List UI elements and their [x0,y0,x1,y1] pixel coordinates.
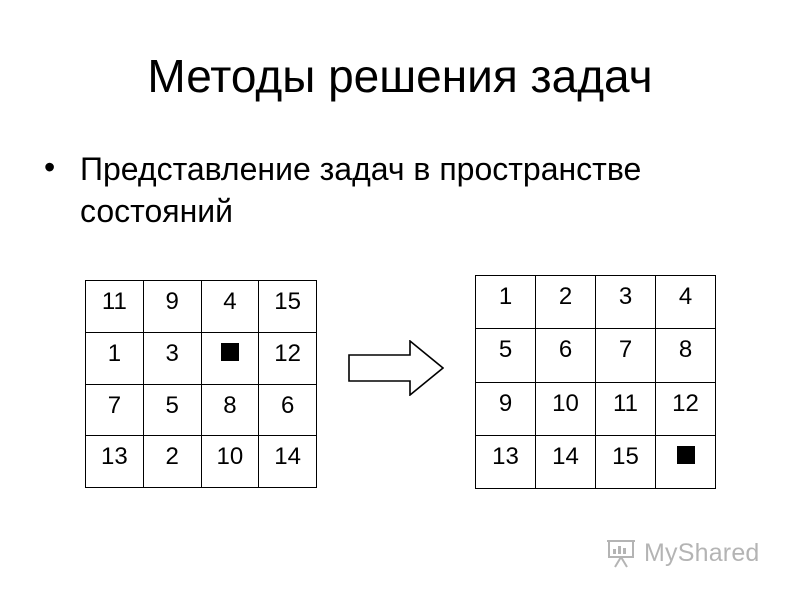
bullet-text: Представление задач в пространстве состо… [80,151,642,229]
bullet-marker: • [44,149,56,185]
goal_state-tile: 2 [536,276,596,330]
initial_state-tile: 5 [143,384,202,437]
goal_state-tile: 10 [536,382,596,436]
initial_state-tile: 4 [201,281,260,333]
initial_state-tile: 10 [201,436,260,488]
watermark-logo: MyShared [606,536,760,570]
initial_state-tile: 7 [86,384,144,437]
goal_state-tile: 8 [656,329,716,383]
goal_state-tile: 13 [476,435,536,489]
initial_state-tile: 9 [143,281,202,333]
watermark-text: MyShared [644,539,760,567]
initial_state-tile: 15 [259,281,317,333]
goal_state-tile: 1 [476,276,536,330]
initial_state-tile: 2 [143,436,202,488]
goal_state-tile: 4 [656,276,716,330]
initial_state-tile: 14 [259,436,317,488]
goal_state-blank-cell [656,435,716,489]
blank-tile-icon [676,445,695,464]
initial_state-blank-cell [201,332,260,385]
slide-title: Методы решения задач [147,50,653,102]
goal_state-tile: 12 [656,382,716,436]
initial_state-tile: 11 [86,281,144,333]
blank-tile-icon [220,342,239,361]
initial_state-tile: 13 [86,436,144,488]
initial_state-tile: 6 [259,384,317,437]
goal_state-tile: 5 [476,329,536,383]
goal_state-tile: 11 [596,382,656,436]
initial_state-tile: 12 [259,332,317,385]
goal_state-tile: 6 [536,329,596,383]
initial_state-tile: 8 [201,384,260,437]
goal_state-tile: 14 [536,435,596,489]
myshared-logo-icon [607,540,635,568]
initial_state-tile: 1 [86,332,144,385]
right-arrow-icon [348,340,444,396]
goal_state-tile: 7 [596,329,656,383]
initial_state-tile: 3 [143,332,202,385]
goal_state-tile: 9 [476,382,536,436]
goal_state-tile: 15 [596,435,656,489]
goal_state-tile: 3 [596,276,656,330]
